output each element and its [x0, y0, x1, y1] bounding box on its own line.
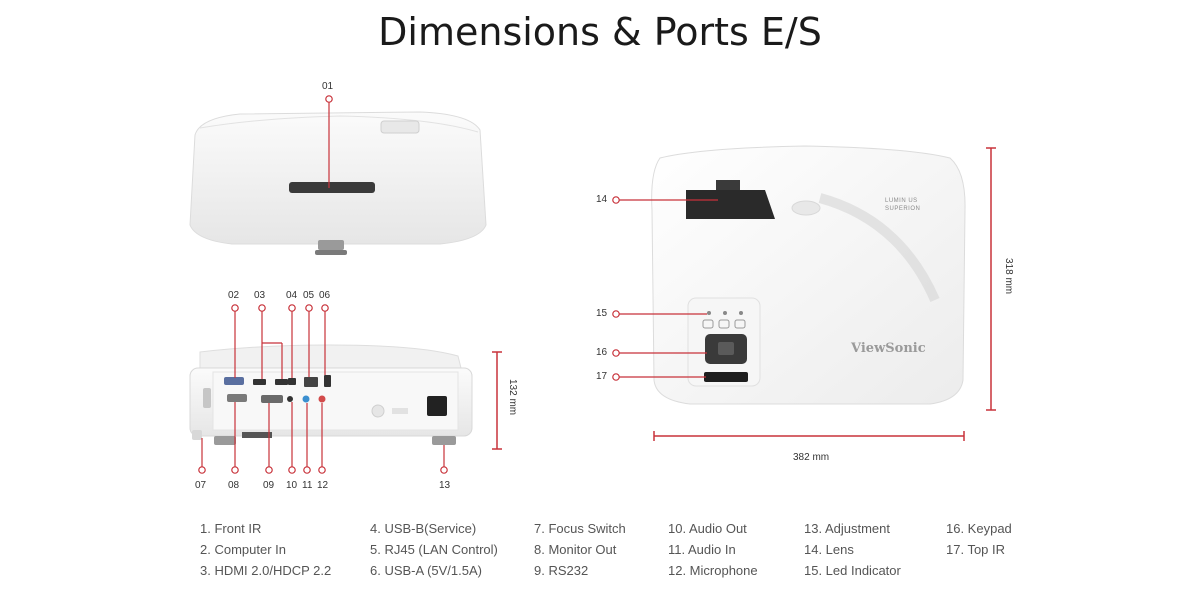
legend-column: 10. Audio Out 11. Audio In 12. Microphon… [668, 518, 758, 581]
height-measurement: 132 mm [507, 379, 518, 416]
rs232-port [261, 395, 283, 403]
callout-label-12: 12 [317, 480, 329, 491]
callout-markers [198, 95, 718, 474]
callout-label-16: 16 [596, 347, 608, 358]
callout-label-08: 08 [228, 480, 240, 491]
callout-label-02: 02 [228, 290, 240, 301]
callout-label-11: 11 [302, 480, 313, 491]
legend-item: 8. Monitor Out [534, 542, 617, 557]
computer-in-port [224, 377, 244, 385]
projector-front-view [189, 111, 487, 255]
legend-item: 13. Adjustment [804, 521, 890, 536]
legend-column: 1. Front IR 2. Computer In 3. HDMI 2.0/H… [200, 518, 331, 581]
hdmi-port-2 [275, 379, 288, 385]
brand-badge-line1: LUMIN US [885, 198, 918, 204]
rj45-port [304, 377, 318, 387]
callout-label-06: 06 [319, 290, 331, 301]
microphone-jack [318, 395, 326, 403]
legend-column: 13. Adjustment 14. Lens 15. Led Indicato… [804, 518, 901, 581]
callout-label-10: 10 [286, 480, 298, 491]
brand-logo: ViewSonic [851, 341, 926, 356]
legend-item: 2. Computer In [200, 542, 286, 557]
legend-item: 16. Keypad [946, 521, 1012, 536]
legend-item: 14. Lens [804, 542, 854, 557]
legend-item: 11. Audio In [668, 542, 736, 557]
legend-item: 4. USB-B(Service) [370, 521, 477, 536]
callout-label-13: 13 [439, 480, 451, 491]
callout-label-04: 04 [286, 290, 298, 301]
projector-rear-view [189, 344, 473, 445]
callout-label-17: 17 [596, 371, 608, 382]
dimension-lines [492, 147, 996, 450]
brand-badge-line2: SUPERION [885, 206, 921, 212]
legend-column: 16. Keypad 17. Top IR [946, 518, 1012, 560]
callout-label-14: 14 [596, 194, 608, 205]
legend-item: 7. Focus Switch [534, 521, 626, 536]
front-ir-window [289, 182, 375, 193]
top-ir-window [704, 372, 748, 382]
audio-in-jack [302, 395, 310, 403]
lens-opening [686, 190, 775, 219]
width-measurement: 382 mm [793, 452, 830, 463]
callout-label-03: 03 [254, 290, 266, 301]
callout-label-15: 15 [596, 308, 608, 319]
projector-top-view [651, 145, 966, 405]
callout-label-09: 09 [263, 480, 275, 491]
usb-a-port [324, 375, 331, 387]
legend-column: 4. USB-B(Service) 5. RJ45 (LAN Control) … [370, 518, 498, 581]
callout-label-05: 05 [303, 290, 315, 301]
callout-label-01: 01 [322, 81, 334, 92]
hdmi-port-1 [253, 379, 266, 385]
depth-measurement: 318 mm [1003, 258, 1014, 295]
usb-b-port [288, 378, 296, 385]
page-title: Dimensions & Ports E/S [378, 10, 822, 54]
monitor-out-port [227, 394, 247, 402]
legend-column: 7. Focus Switch 8. Monitor Out 9. RS232 [534, 518, 626, 581]
legend-item: 10. Audio Out [668, 521, 747, 536]
legend-item: 6. USB-A (5V/1.5A) [370, 563, 482, 578]
legend-item: 17. Top IR [946, 542, 1006, 557]
power-socket [427, 396, 447, 416]
audio-out-jack [287, 396, 293, 402]
legend-item: 15. Led Indicator [804, 563, 901, 578]
legend-item: 1. Front IR [200, 521, 262, 536]
callout-label-07: 07 [195, 480, 207, 491]
legend-item: 12. Microphone [668, 563, 758, 578]
legend-item: 3. HDMI 2.0/HDCP 2.2 [200, 563, 332, 578]
legend-item: 9. RS232 [534, 563, 589, 578]
port-legend: 1. Front IR 2. Computer In 3. HDMI 2.0/H… [0, 518, 1200, 588]
legend-item: 5. RJ45 (LAN Control) [370, 542, 498, 557]
